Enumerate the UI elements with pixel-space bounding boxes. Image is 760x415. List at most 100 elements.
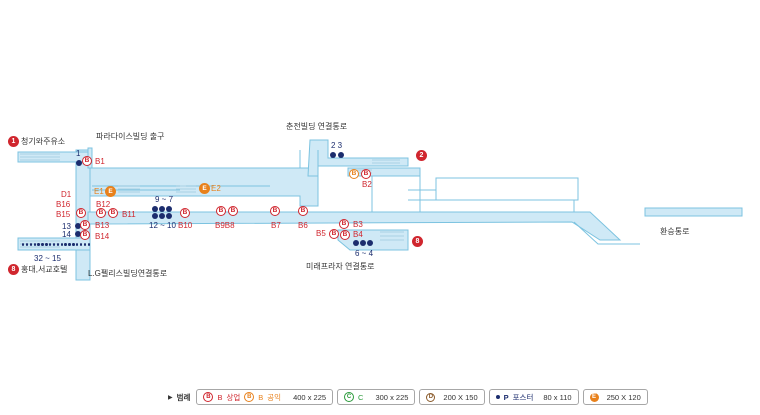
shop-b1-icon[interactable]: B — [82, 156, 92, 166]
shop-b2-icon[interactable]: B — [361, 169, 371, 179]
poster-14-label: 14 — [62, 230, 71, 239]
legend-commercial-icon: B — [203, 392, 214, 402]
poster-dot — [49, 243, 52, 246]
poster-dot — [68, 243, 71, 246]
poster-dot — [25, 243, 29, 246]
exit-8-label: 홍대,서교호텔 — [21, 265, 68, 274]
shop-b10-label: B10 — [178, 221, 193, 230]
poster-dot — [152, 213, 158, 219]
exit-2-marker[interactable]: 2 — [416, 150, 427, 161]
legend-title: ▶ 범례 — [168, 392, 190, 403]
shop-b9-icon[interactable]: B — [216, 206, 226, 216]
legend-d-icon: D — [426, 392, 436, 402]
shop-b6-icon[interactable]: B — [298, 206, 308, 216]
poster-dot — [72, 243, 75, 246]
legend-poster-size: 80 x 110 — [543, 392, 572, 402]
poster-dot — [360, 240, 366, 246]
legend-b-size: 400 x 225 — [293, 392, 327, 402]
lg-corridor-label: L.G펠리스빌딩연결통로 — [88, 269, 168, 278]
poster-dot — [41, 243, 44, 246]
poster-dot — [52, 243, 56, 246]
poster-dot — [159, 206, 165, 212]
public-b-icon[interactable]: B — [349, 169, 359, 179]
legend-commercial-label: 상업 — [226, 392, 241, 402]
poster-dot — [152, 206, 158, 212]
shop-b6-label: B6 — [298, 221, 308, 230]
shop-b7-icon[interactable]: B — [270, 206, 280, 216]
poster-dot — [83, 243, 87, 246]
shop-b3-label: B3 — [353, 220, 363, 229]
shop-b15-icon[interactable]: B — [76, 208, 86, 218]
poster-13-label: 13 — [62, 222, 71, 231]
poster-dot — [166, 213, 172, 219]
legend-poster-dot-icon — [495, 395, 500, 399]
legend-item-d: D 200 X 150 — [419, 389, 485, 405]
exit-8-marker-left[interactable]: 8 — [8, 264, 19, 275]
poster-dot — [76, 160, 82, 166]
legend-d-size: 200 X 150 — [443, 392, 478, 402]
shop-b2-label: B2 — [362, 180, 372, 189]
poster-2-3-label: 2 3 — [331, 141, 343, 150]
shop-b5-icon[interactable]: B — [329, 229, 339, 239]
facility-e1-label: E1 — [94, 187, 104, 196]
poster-dot — [60, 243, 63, 246]
shop-b15-label: B15 — [56, 210, 71, 219]
shop-b-icon[interactable]: B — [108, 208, 118, 218]
poster-dot — [76, 243, 79, 246]
facility-d1-label: D1 — [61, 190, 72, 199]
poster-9-7-label: 9 ~ 7 — [155, 195, 174, 204]
exit-1-label: 청기와주유소 — [21, 137, 66, 146]
poster-1-label: 1 — [76, 149, 81, 158]
poster-dot — [353, 240, 359, 246]
corridor-chunjeon — [307, 139, 409, 177]
poster-dot — [79, 243, 83, 246]
legend-public-icon: B — [244, 392, 255, 402]
legend-public-label: 공익 — [267, 392, 282, 402]
chunjeon-corridor-label: 춘전빌딩 연결통로 — [286, 122, 348, 131]
poster-32-15-label: 32 ~ 15 — [34, 254, 61, 263]
poster-dot — [64, 243, 67, 246]
shop-b7-label: B7 — [271, 221, 281, 230]
legend-e-icon: E — [589, 392, 599, 402]
legend-c-label: C — [358, 392, 364, 402]
shop-b4-icon[interactable]: B — [340, 230, 350, 240]
legend-arrow-icon: ▶ — [168, 394, 173, 401]
facility-e2-label: E2 — [211, 184, 221, 193]
shop-b12-label: B12 — [96, 200, 111, 209]
shop-b13-icon[interactable]: B — [80, 220, 90, 230]
shop-b14-label: B14 — [95, 232, 110, 241]
legend-e-size: 250 X 120 — [606, 392, 641, 402]
poster-dot — [45, 243, 48, 246]
legend-public-letter: B — [258, 392, 264, 402]
legend-item-commercial: B B 상업 B B 공익 400 x 225 — [196, 389, 334, 405]
mirae-corridor-label: 미래프라자 연결통로 — [306, 262, 375, 271]
shop-b3-icon[interactable]: B — [339, 219, 349, 229]
exit-1-marker[interactable]: 1 — [8, 136, 19, 147]
legend: ▶ 범례 B B 상업 B B 공익 400 x 225 C C 300 x 2… — [168, 388, 648, 406]
poster-dot-row — [22, 243, 90, 247]
shop-b11-label: B11 — [122, 210, 136, 219]
legend-poster-letter: P — [503, 392, 509, 402]
exit-8-marker-right[interactable]: 8 — [412, 236, 423, 247]
legend-title-text: 범례 — [176, 392, 191, 402]
poster-dot — [367, 240, 373, 246]
shop-b8-icon[interactable]: B — [228, 206, 238, 216]
corridor-transfer — [644, 207, 743, 217]
shop-b16-label: B16 — [56, 200, 71, 209]
shop-b-icon[interactable]: B — [96, 208, 106, 218]
poster-dot — [75, 223, 81, 229]
shop-b14-icon[interactable]: B — [80, 230, 90, 240]
poster-dot — [33, 243, 36, 246]
legend-commercial-letter: B — [217, 392, 223, 402]
paradise-exit-label: 파라다이스빌딩 출구 — [96, 132, 165, 141]
legend-item-e: E 250 X 120 — [582, 389, 648, 405]
shop-b1-label: B1 — [95, 157, 105, 166]
poster-dot — [37, 243, 40, 246]
poster-dot — [29, 243, 33, 246]
legend-c-icon: C — [344, 392, 355, 402]
shop-b5-label: B5 — [316, 229, 326, 238]
facility-e1-icon[interactable]: E — [105, 186, 116, 197]
facility-e2-icon[interactable]: E — [199, 183, 210, 194]
shop-b10-icon[interactable]: B — [180, 208, 190, 218]
